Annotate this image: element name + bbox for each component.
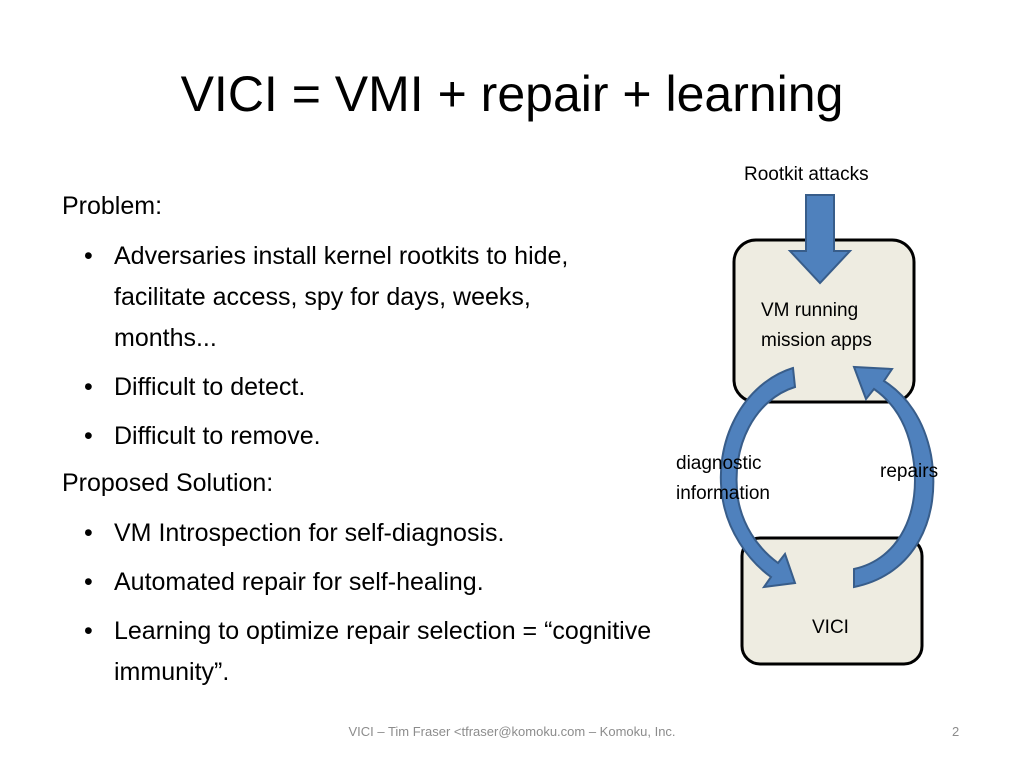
body-text: Problem: • Adversaries install kernel ro… bbox=[62, 188, 662, 701]
bullet-item: • Difficult to remove. bbox=[62, 416, 662, 457]
diagram-shapes bbox=[719, 194, 935, 666]
bullet-item: • Difficult to detect. bbox=[62, 367, 662, 408]
vm-box-label-line2: mission apps bbox=[761, 330, 872, 351]
bullet-icon: • bbox=[84, 373, 93, 401]
bullet-text: Learning to optimize repair selection = … bbox=[114, 617, 652, 686]
repairs-curve-arrow-icon bbox=[852, 365, 935, 589]
slide-title: VICI = VMI + repair + learning bbox=[180, 66, 844, 122]
vici-box-label: VICI bbox=[812, 617, 849, 638]
bullet-icon: • bbox=[84, 617, 93, 645]
footer-text: VICI – Tim Fraser <tfraser@komoku.com – … bbox=[348, 724, 676, 739]
bullet-text: VM Introspection for self-diagnosis. bbox=[114, 519, 505, 547]
bullet-item: • Learning to optimize repair selection … bbox=[62, 611, 654, 693]
bullet-icon: • bbox=[84, 568, 93, 596]
bullet-item: • Adversaries install kernel rootkits to… bbox=[62, 236, 622, 359]
problem-heading: Problem: bbox=[62, 192, 163, 220]
bullet-text: Automated repair for self-healing. bbox=[114, 568, 484, 596]
bullet-icon: • bbox=[84, 422, 93, 450]
vm-box-label-line1: VM running bbox=[761, 300, 859, 321]
rootkit-attacks-label: Rootkit attacks bbox=[744, 164, 869, 185]
bullet-icon: • bbox=[84, 242, 93, 270]
bullet-text: Difficult to detect. bbox=[114, 373, 306, 401]
bullet-text: Adversaries install kernel rootkits to h… bbox=[114, 242, 569, 352]
bullet-item: • Automated repair for self-healing. bbox=[62, 562, 662, 603]
solution-heading: Proposed Solution: bbox=[62, 469, 274, 497]
page-number: 2 bbox=[952, 724, 960, 739]
bullet-icon: • bbox=[84, 519, 93, 547]
bullet-text: Difficult to remove. bbox=[114, 422, 321, 450]
attack-down-arrow-icon bbox=[787, 194, 853, 285]
diagnostic-curve-arrow-icon bbox=[719, 366, 797, 589]
repairs-label: repairs bbox=[880, 461, 939, 482]
bullet-item: • VM Introspection for self-diagnosis. bbox=[62, 513, 662, 554]
diagnostic-label-line2: information bbox=[676, 483, 770, 504]
diagnostic-label-line1: diagnostic bbox=[676, 453, 762, 474]
vici-diagram: Rootkit attacks VM running mission apps … bbox=[660, 155, 990, 685]
